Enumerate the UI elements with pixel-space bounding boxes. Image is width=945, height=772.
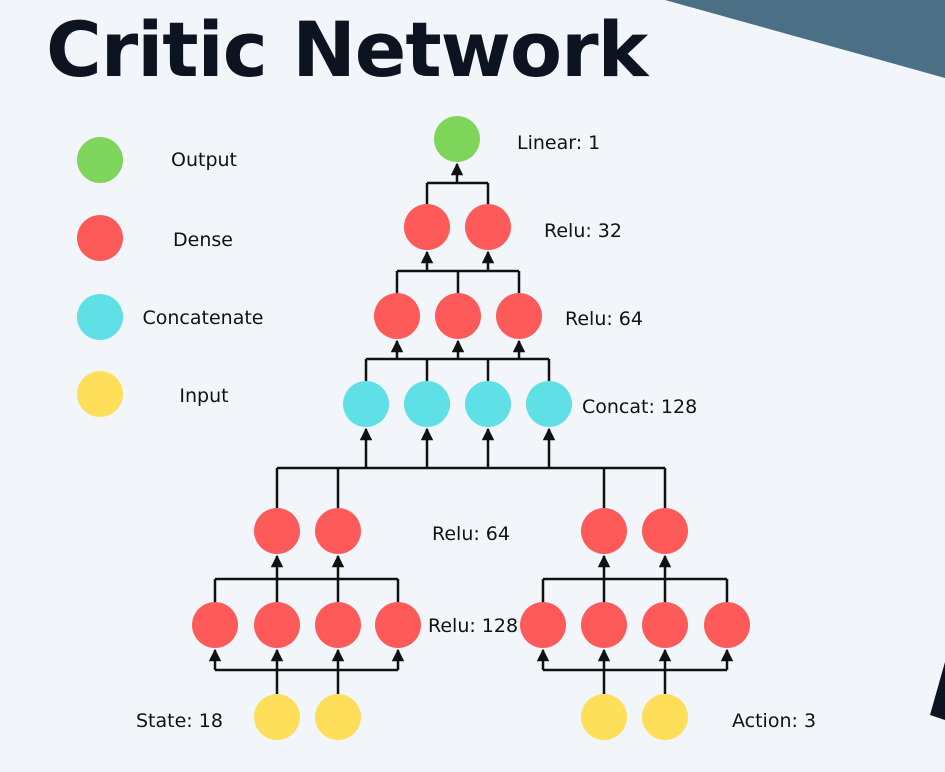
dense64-node <box>496 293 542 339</box>
state-dense64-node <box>254 508 300 554</box>
page-title: Critic Network <box>46 5 648 94</box>
state-input-node <box>315 694 361 740</box>
state-dense128-node <box>192 602 238 648</box>
action-input-node <box>581 694 627 740</box>
action-dense64-node <box>642 508 688 554</box>
legend-output-label: Output <box>171 149 237 171</box>
state-dense128-node <box>375 602 421 648</box>
action-dense128-node <box>581 602 627 648</box>
action-dense128-node <box>520 602 566 648</box>
network-nodes <box>192 116 750 740</box>
dense32-node <box>465 204 511 250</box>
state-input-label: State: 18 <box>136 710 223 732</box>
state-dense128-node <box>254 602 300 648</box>
bottom-right-accent-shape <box>930 662 945 720</box>
legend-input-label: Input <box>179 385 229 407</box>
action-dense64-node <box>581 508 627 554</box>
dense32-layer-label: Relu: 32 <box>544 220 622 242</box>
action-dense128-node <box>704 602 750 648</box>
state-input-node <box>254 694 300 740</box>
legend-dense-label: Dense <box>173 229 233 251</box>
output-node <box>434 116 480 162</box>
action-input-label: Action: 3 <box>732 710 816 732</box>
concat-node <box>526 381 572 427</box>
concat-node <box>465 381 511 427</box>
state-dense128-node <box>315 602 361 648</box>
concat-node <box>343 381 389 427</box>
concat-node <box>404 381 450 427</box>
legend-dense-dot <box>77 215 123 261</box>
layer-labels: Linear: 1 Relu: 32 Relu: 64 Concat: 128 … <box>136 132 816 732</box>
dense128-branch-layer-label: Relu: 128 <box>428 615 518 637</box>
legend-input-dot <box>77 371 123 417</box>
network-edges <box>208 162 734 694</box>
output-layer-label: Linear: 1 <box>517 132 600 154</box>
legend-output-dot <box>77 137 123 183</box>
dense32-node <box>404 204 450 250</box>
legend-concatenate-label: Concatenate <box>142 307 264 329</box>
dense64-node <box>435 293 481 339</box>
action-dense128-node <box>642 602 688 648</box>
concat-layer-label: Concat: 128 <box>582 396 697 418</box>
action-input-node <box>642 694 688 740</box>
top-right-accent-shape <box>665 0 945 78</box>
dense64-top-layer-label: Relu: 64 <box>565 308 643 330</box>
dense64-node <box>374 293 420 339</box>
state-dense64-node <box>315 508 361 554</box>
legend-concatenate-dot <box>77 294 123 340</box>
dense64-branch-layer-label: Relu: 64 <box>432 523 510 545</box>
